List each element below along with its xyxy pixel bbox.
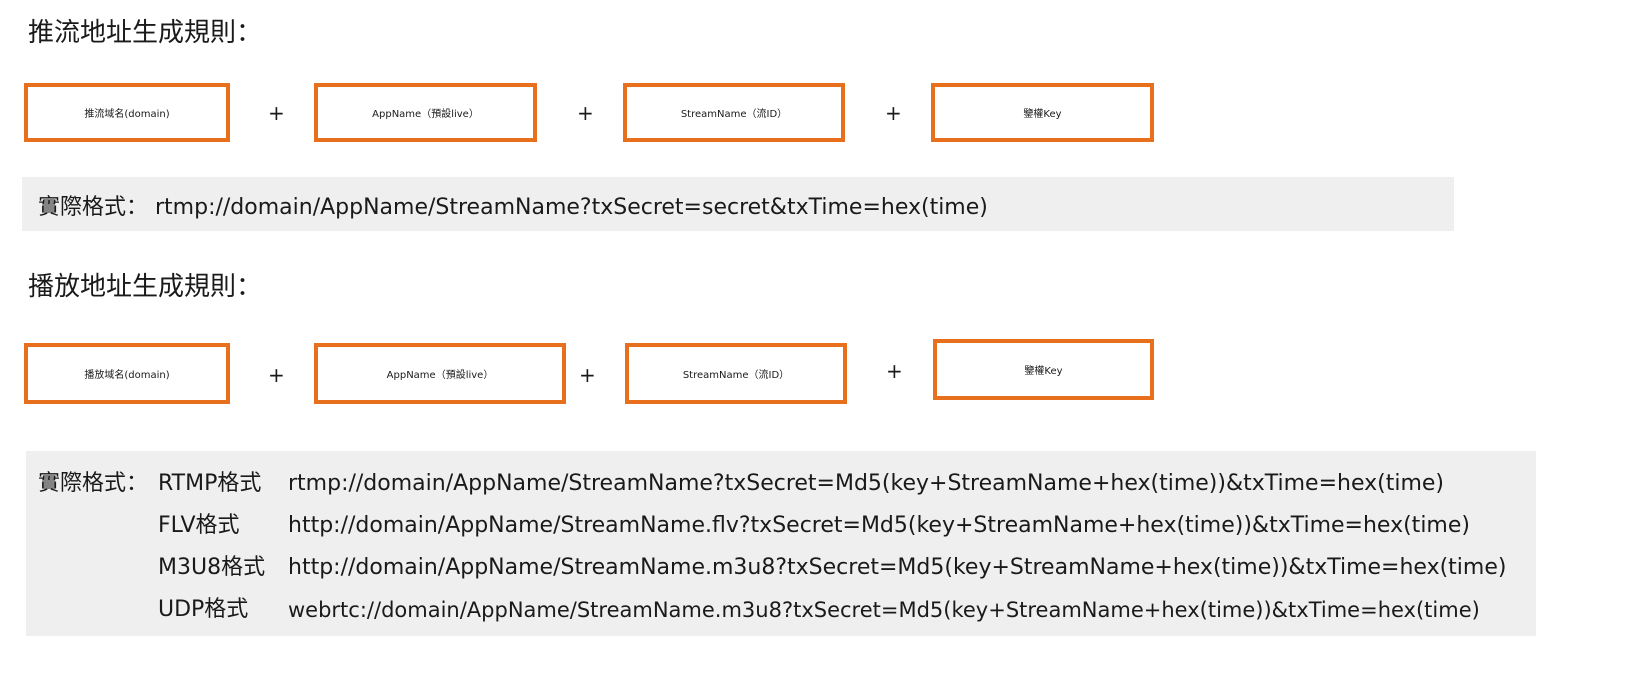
push-plus-2: +	[577, 101, 594, 125]
play-format-rtmp-name: RTMP格式	[158, 471, 262, 496]
play-box-auth-key: 鑒權Key	[933, 339, 1154, 400]
play-format-panel	[26, 451, 1536, 636]
play-format-udp-name: UDP格式	[158, 597, 249, 622]
push-format-panel	[22, 177, 1454, 231]
push-box-auth-key: 鑒權Key	[931, 83, 1154, 142]
push-plus-3: +	[885, 101, 902, 125]
play-box-appname: AppName（預設live）	[314, 343, 566, 404]
play-format-udp-url: webrtc://domain/AppName/StreamName.m3u8?…	[288, 598, 1480, 622]
push-format-value: rtmp://domain/AppName/StreamName?txSecre…	[155, 195, 988, 220]
play-plus-3: +	[886, 359, 903, 383]
push-box-appname: AppName（預設live）	[314, 83, 537, 142]
play-format-flv-name: FLV格式	[158, 513, 240, 538]
play-format-m3u8-url: http://domain/AppName/StreamName.m3u8?tx…	[288, 555, 1507, 580]
play-box-domain: 播放域名(domain)	[24, 343, 230, 404]
push-plus-1: +	[268, 101, 285, 125]
play-format-m3u8-name: M3U8格式	[158, 555, 266, 580]
push-box-streamname: StreamName（流ID）	[623, 83, 845, 142]
play-format-rtmp-url: rtmp://domain/AppName/StreamName?txSecre…	[288, 471, 1445, 496]
push-heading: 推流地址生成規則：	[28, 18, 263, 48]
play-plus-1: +	[268, 363, 285, 387]
play-format-label: 實際格式：	[38, 471, 149, 496]
push-box-domain: 推流域名(domain)	[24, 83, 230, 142]
push-format-label: 實際格式：	[38, 195, 149, 220]
play-plus-2: +	[579, 363, 596, 387]
play-format-flv-url: http://domain/AppName/StreamName.flv?txS…	[288, 513, 1470, 538]
play-box-streamname: StreamName（流ID）	[625, 343, 847, 404]
play-heading: 播放地址生成規則：	[28, 272, 263, 302]
